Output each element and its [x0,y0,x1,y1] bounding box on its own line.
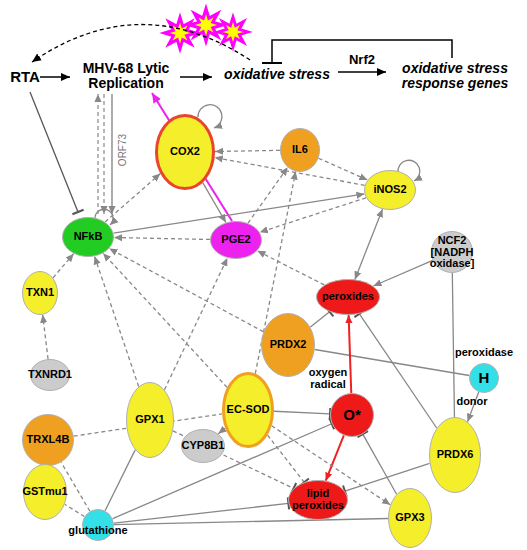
interaction-edge [363,434,397,494]
molecule-node: IL6 [280,128,320,172]
node-label: CYP8B1 [173,440,233,452]
molecule-node: GSTmu1 [23,464,67,520]
interaction-edge [114,238,210,240]
interaction-edge [164,258,227,390]
molecule-node: PRDX2 [261,313,315,377]
interaction-edge [109,248,263,331]
molecule-node: TXNRD1 [30,359,70,391]
molecule-node: COX2 [155,114,215,190]
annotation-label: oxidative stress response genes [390,61,520,92]
molecule-node: TRXL4B [22,414,74,466]
node-label: glutathione [53,525,143,537]
annotation-label: oxidative stress [215,67,339,82]
node-label: GSTmu1 [17,486,73,498]
node-label: oxygen radical [298,367,358,390]
interaction-edge [373,260,432,286]
interaction-edge [215,150,280,151]
node-label: TRXL4B [18,434,78,446]
interaction-edge [105,450,135,511]
node-label: donor [437,396,507,408]
node-label: EC-SOD [220,404,276,416]
molecule-node: GPX1 [126,382,174,458]
interaction-edge [95,256,139,386]
annotation-label: Nrf2 [342,53,382,67]
node-label: COX2 [155,146,215,158]
molecule-node: TXN1 [22,271,58,315]
node-label: GPX3 [385,512,435,524]
node-label: TXN1 [15,287,65,299]
molecule-node: GPX3 [388,488,432,548]
interaction-edge [260,198,366,233]
molecule-node: CYP8B1 [181,429,225,463]
node-label: peroxidase [449,347,519,359]
interaction-edge [114,503,289,523]
interaction-edge [248,167,288,223]
molecule-node: oxygen radicalO* [330,393,374,437]
interaction-edge [43,315,48,359]
annotation-label: MHV-68 Lytic Replication [76,61,176,92]
node-label: NCF2 [NADPH oxidase] [424,235,480,270]
molecule-node: lipid peroxides [288,480,348,520]
molecule-node: peroxidaseHdonor [469,363,499,393]
node-label: TXNRD1 [20,369,80,381]
interaction-edge [310,312,329,327]
node-label: peroxides [313,291,383,303]
interaction-edge [452,273,454,417]
annotation-label: RTA [5,69,45,86]
molecule-node: glutathione [82,509,114,541]
molecule-node: PGE2 [210,221,262,259]
interaction-edge [326,435,344,480]
annotation-label: ORF73 [117,125,128,175]
molecule-node: NCF2 [NADPH oxidase] [431,231,473,273]
interaction-edge [319,158,368,180]
interaction-edge [268,435,305,482]
interaction-edge [105,174,160,222]
node-label: lipid peroxides [286,488,350,511]
node-label: GPX1 [125,414,175,426]
molecule-node: peroxides [316,279,380,315]
node-label: iNOS2 [362,184,418,196]
molecule-node: NFkB [62,217,114,257]
molecule-node: PRDX6 [429,417,481,493]
node-label: O* [322,407,382,423]
interaction-edge [349,315,352,393]
interaction-edge [257,251,324,285]
node-shape [281,129,320,172]
node-label: H [449,370,519,386]
interaction-edge [103,253,227,387]
node-label: IL6 [280,144,320,156]
interaction-edge [218,428,225,434]
node-label: PRDX6 [427,449,483,461]
node-label: NFkB [60,231,116,243]
interaction-edge [53,254,74,278]
interaction-edge [355,209,383,279]
interaction-edge [65,504,85,516]
molecule-node: iNOS2 [364,170,416,210]
interaction-edge [274,411,330,414]
interaction-edge [114,518,388,524]
regulation-lines [30,92,420,225]
molecule-node: EC-SOD [222,372,274,448]
node-label: PGE2 [208,234,264,246]
node-label: PRDX2 [258,339,318,351]
